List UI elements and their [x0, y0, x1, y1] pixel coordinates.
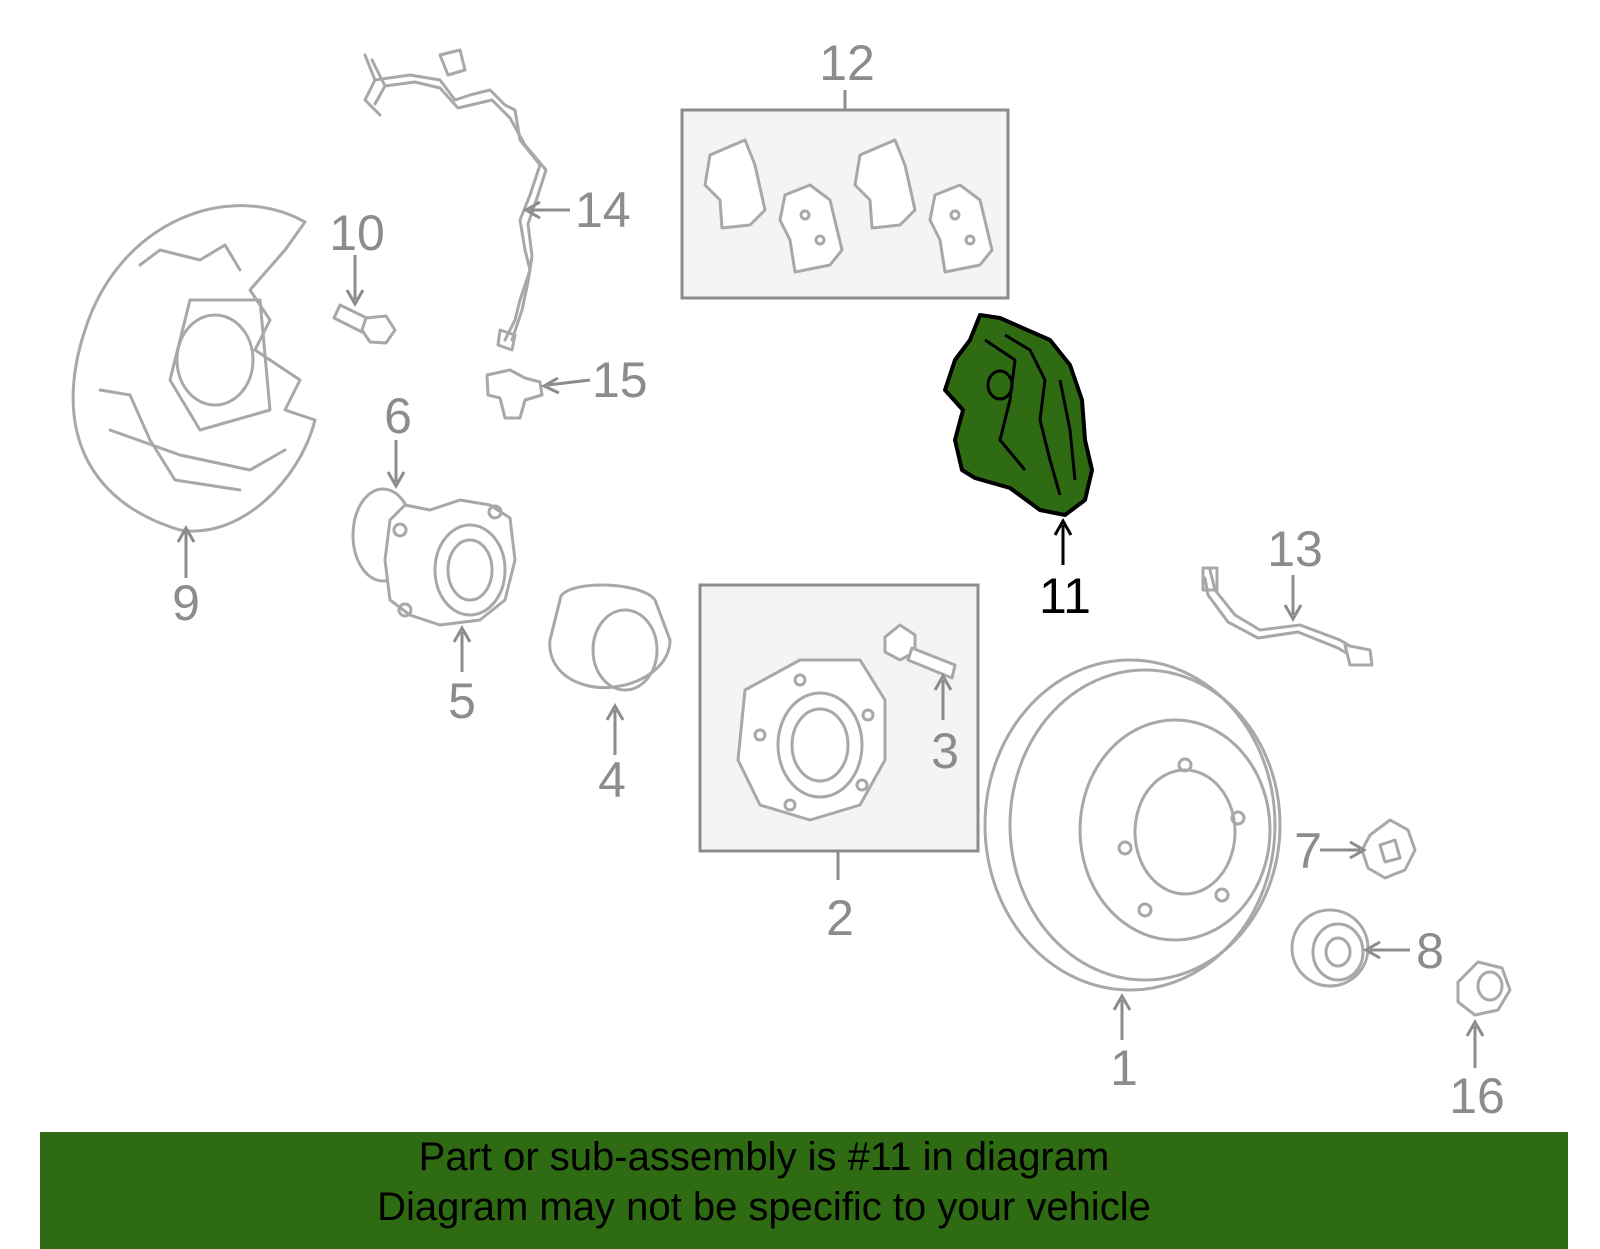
- callout-13[interactable]: 13: [1267, 521, 1323, 577]
- arrowhead-16: [1465, 1018, 1485, 1037]
- callout-7[interactable]: 7: [1294, 823, 1322, 879]
- part-10-bolt[interactable]: [332, 303, 397, 345]
- callout-10[interactable]: 10: [329, 205, 385, 261]
- callout-4[interactable]: 4: [598, 752, 626, 808]
- arrowhead-13: [1283, 604, 1303, 623]
- part-15-abs-sensor[interactable]: [485, 368, 544, 420]
- part-11-brake-caliper[interactable]: [943, 313, 1094, 517]
- callout-12[interactable]: 12: [819, 35, 875, 91]
- part-3-hub-bolt[interactable]: [883, 623, 957, 680]
- part-1-brake-rotor[interactable]: [983, 658, 1282, 992]
- callout-15[interactable]: 15: [592, 352, 648, 408]
- leader-15: [547, 378, 591, 387]
- arrowhead-1: [1112, 992, 1132, 1011]
- part-14-sensor-wire[interactable]: [363, 48, 548, 352]
- arrowhead-11: [1053, 517, 1073, 536]
- arrowhead-14: [522, 200, 541, 220]
- arrowhead-15: [540, 376, 560, 395]
- part-8-cap[interactable]: [1290, 908, 1370, 988]
- arrowhead-6: [386, 471, 406, 490]
- callout-16[interactable]: 16: [1449, 1068, 1505, 1124]
- callout-8[interactable]: 8: [1416, 923, 1444, 979]
- banner-line-2: Diagram may not be specific to your vehi…: [377, 1185, 1151, 1229]
- part-13-brake-hose[interactable]: [1201, 566, 1374, 667]
- banner-line-1: Part or sub-assembly is #11 in diagram: [418, 1135, 1110, 1179]
- callout-1[interactable]: 1: [1110, 1040, 1138, 1096]
- arrowhead-8: [1362, 940, 1381, 960]
- callout-2[interactable]: 2: [826, 890, 854, 946]
- arrowhead-9: [176, 524, 196, 543]
- part-16-lug-nut[interactable]: [1456, 960, 1512, 1017]
- part-7-nut[interactable]: [1360, 818, 1417, 880]
- callout-14[interactable]: 14: [575, 182, 631, 238]
- arrowhead-3: [933, 672, 953, 691]
- arrowhead-7: [1349, 840, 1368, 860]
- part-4-seal-ring[interactable]: [548, 583, 672, 692]
- callout-3[interactable]: 3: [931, 723, 959, 779]
- part-5-hub-bearing[interactable]: [383, 498, 517, 627]
- arrowhead-4: [605, 702, 625, 721]
- callout-9[interactable]: 9: [172, 575, 200, 631]
- arrowhead-10: [345, 289, 365, 308]
- callout-6[interactable]: 6: [384, 388, 412, 444]
- part-9-dust-shield[interactable]: [71, 204, 317, 533]
- part-12-brake-pads[interactable]: [703, 138, 994, 274]
- callout-11[interactable]: 11: [1039, 568, 1091, 624]
- callout-5[interactable]: 5: [448, 673, 476, 729]
- part-2-hub-assembly[interactable]: [736, 658, 887, 822]
- arrowhead-5: [452, 624, 472, 643]
- info-banner: Part or sub-assembly is #11 in diagram D…: [40, 1132, 1568, 1249]
